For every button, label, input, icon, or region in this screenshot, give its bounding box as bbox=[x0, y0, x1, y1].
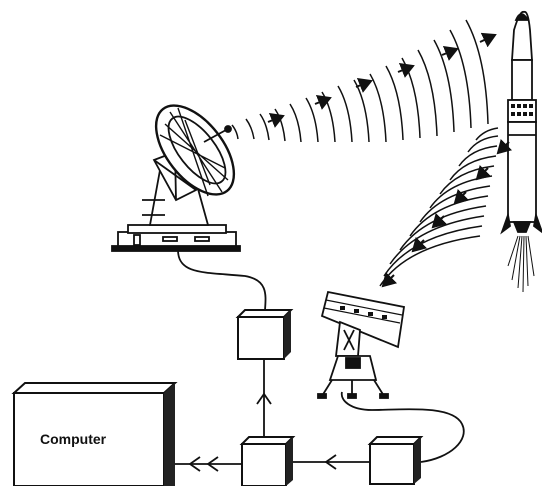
processor-box-top bbox=[235, 309, 294, 360]
processor-box-bottom bbox=[239, 436, 296, 486]
receiver-box bbox=[367, 436, 424, 485]
rocket bbox=[500, 10, 542, 235]
data-flow-connectors bbox=[175, 249, 465, 472]
rocket-exhaust bbox=[507, 235, 535, 293]
tracking-radar bbox=[317, 290, 406, 399]
outgoing-signal-waves bbox=[231, 19, 489, 143]
return-signal-arrows bbox=[381, 138, 513, 288]
outgoing-signal-arrows bbox=[267, 32, 497, 128]
return-signal-waves bbox=[379, 127, 499, 287]
computer-label: Computer bbox=[40, 431, 107, 447]
computer-box: Computer bbox=[11, 382, 178, 486]
dish-antenna bbox=[111, 104, 241, 252]
